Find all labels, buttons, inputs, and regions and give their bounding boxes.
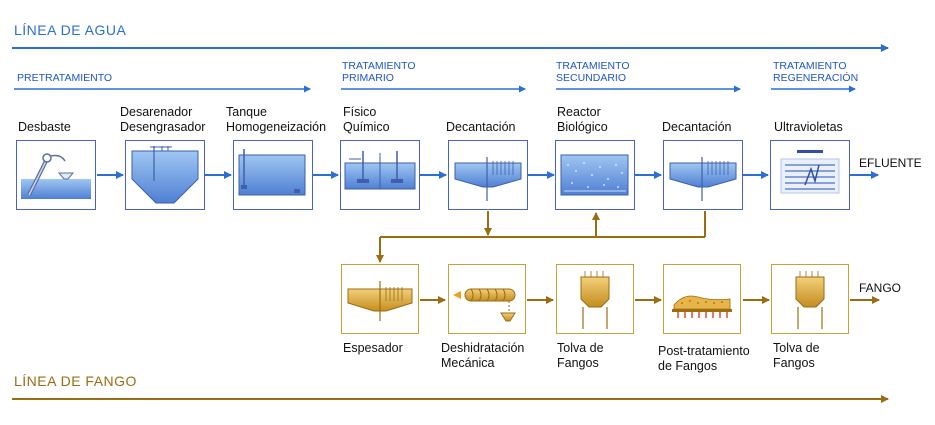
process-label-deshidratacion: Deshidratación Mecánica (441, 341, 525, 370)
tank-icon (238, 149, 306, 196)
screen-box (16, 140, 96, 210)
clarifier-box-1 (448, 140, 528, 210)
grit-chamber-box (125, 140, 205, 210)
tank-box (233, 140, 313, 210)
screw-press-box (448, 264, 526, 334)
process-label-reactor: Reactor Biológico (557, 105, 608, 134)
drying-bed-icon (672, 295, 732, 318)
stage-pretratamiento: PRETRATAMIENTO (17, 72, 113, 84)
effluent-label: EFLUENTE (859, 156, 922, 170)
clarifier-box-2 (663, 140, 743, 210)
uv-lamp-icon (780, 150, 840, 194)
process-label-desarenador: Desarenador Desengrasador (120, 105, 206, 134)
mixer-icon (344, 151, 416, 190)
stage-primario: TRATAMIENTO PRIMARIO (342, 60, 416, 84)
thickener-box (341, 264, 419, 334)
process-label-tolva-2: Tolva de Fangos (773, 341, 820, 370)
process-label-espesador: Espesador (343, 341, 403, 355)
process-label-fisico-quimico: Físico Químico (343, 105, 390, 134)
uv-box (770, 140, 850, 210)
process-label-tolva-1: Tolva de Fangos (557, 341, 604, 370)
process-label-decantacion-2: Decantación (662, 120, 732, 134)
grit-chamber-icon (131, 146, 199, 204)
clarifier-icon (454, 157, 522, 201)
post-treatment-box (663, 264, 741, 334)
sludge-line-title: LÍNEA DE FANGO (14, 373, 137, 389)
hopper-box-1 (556, 264, 634, 334)
bioreactor-box (555, 140, 635, 210)
hopper-icon (580, 271, 610, 329)
hopper-box-2 (771, 264, 849, 334)
water-line-title: LÍNEA DE AGUA (14, 22, 127, 38)
screen-icon (21, 153, 91, 199)
screw-press-icon (453, 288, 516, 322)
process-label-uv: Ultravioletas (774, 120, 843, 134)
hopper-icon (795, 271, 825, 329)
stage-secundario: TRATAMIENTO SECUNDARIO (556, 60, 630, 84)
bioreactor-icon (560, 154, 629, 196)
process-label-desbaste: Desbaste (18, 120, 71, 134)
sludge-output-label: FANGO (859, 281, 902, 295)
clarifier-icon (669, 157, 737, 201)
process-label-homogeneizacion: Tanque Homogeneización (226, 105, 327, 134)
process-label-decantacion-1: Decantación (446, 120, 516, 134)
mixer-box (340, 140, 420, 210)
thickener-icon (347, 281, 413, 321)
stage-regeneracion: TRATAMIENTO REGENERACIÓN (773, 60, 859, 84)
process-label-post-tratamiento: Post-tratamiento de Fangos (658, 344, 750, 373)
